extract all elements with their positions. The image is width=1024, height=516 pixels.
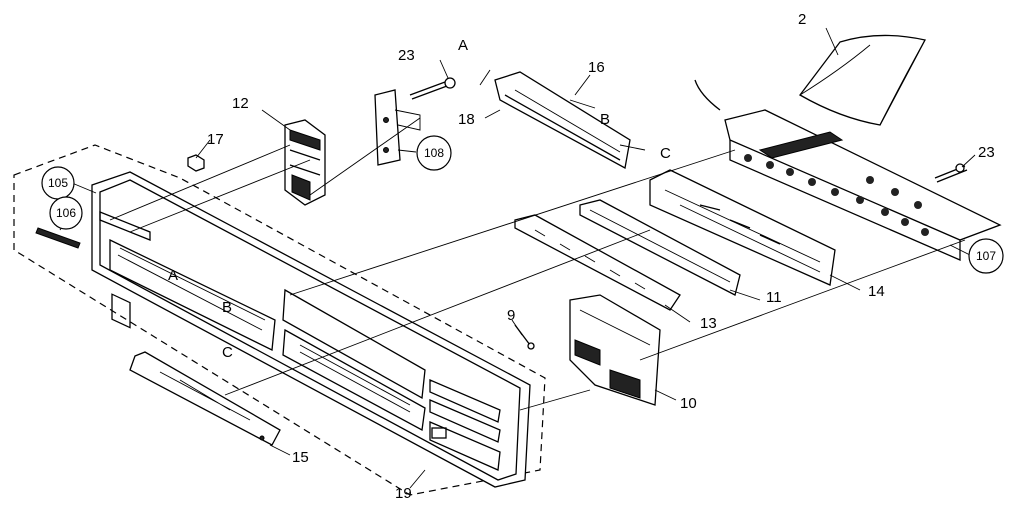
- callout-107-circle: 107: [968, 238, 1004, 274]
- ref-c-front: C: [222, 344, 233, 361]
- screw-part-23-right: [934, 163, 968, 183]
- callout-105: 105: [48, 176, 68, 190]
- ref-a-top: A: [458, 37, 468, 54]
- callout-12: 12: [232, 95, 249, 112]
- flex-cable-part-2: [799, 34, 926, 126]
- callout-16: 16: [588, 59, 605, 76]
- callout-14: 14: [868, 283, 885, 300]
- callout-107: 107: [976, 249, 996, 263]
- callout-15: 15: [292, 449, 309, 466]
- callout-108: 108: [424, 146, 444, 160]
- ref-b-top: B: [600, 111, 610, 128]
- front-bezel: [91, 171, 531, 488]
- ref-c-top: C: [660, 145, 671, 162]
- callout-106: 106: [56, 206, 76, 220]
- screw-part-23-top: [409, 77, 456, 100]
- callout-11: 11: [766, 289, 782, 306]
- switch-part-12: [284, 119, 326, 206]
- button-row-part-14: [649, 169, 836, 286]
- lever-part-10: [569, 294, 661, 406]
- ref-b-front: B: [222, 299, 232, 316]
- window-lens-part-15: [129, 351, 281, 446]
- callout-17: 17: [207, 131, 224, 148]
- ref-a-front: A: [168, 267, 178, 284]
- callout-108-circle: 108: [416, 135, 452, 171]
- bracket-part-108: [374, 89, 421, 166]
- callout-10: 10: [680, 395, 697, 412]
- display-holder-part-18: [494, 71, 631, 170]
- callout-19: 19: [395, 485, 412, 502]
- leader-lines: [59, 27, 976, 489]
- callout-9: 9: [507, 307, 515, 324]
- key-strip-part-13: [514, 214, 681, 311]
- callout-106-circle: 106: [49, 196, 83, 230]
- callout-105-circle: 105: [41, 166, 75, 200]
- callout-2: 2: [798, 11, 806, 28]
- callout-13: 13: [700, 315, 717, 332]
- rail-part-11: [579, 199, 741, 296]
- assembly-boundary-dashed: [13, 144, 546, 496]
- pcb-part-107: [694, 79, 1002, 261]
- callout-23-top: 23: [398, 47, 415, 64]
- callout-23-right: 23: [978, 144, 995, 161]
- connector-part-106: [35, 227, 81, 249]
- nut-part-17: [187, 154, 205, 172]
- callout-18: 18: [458, 111, 475, 128]
